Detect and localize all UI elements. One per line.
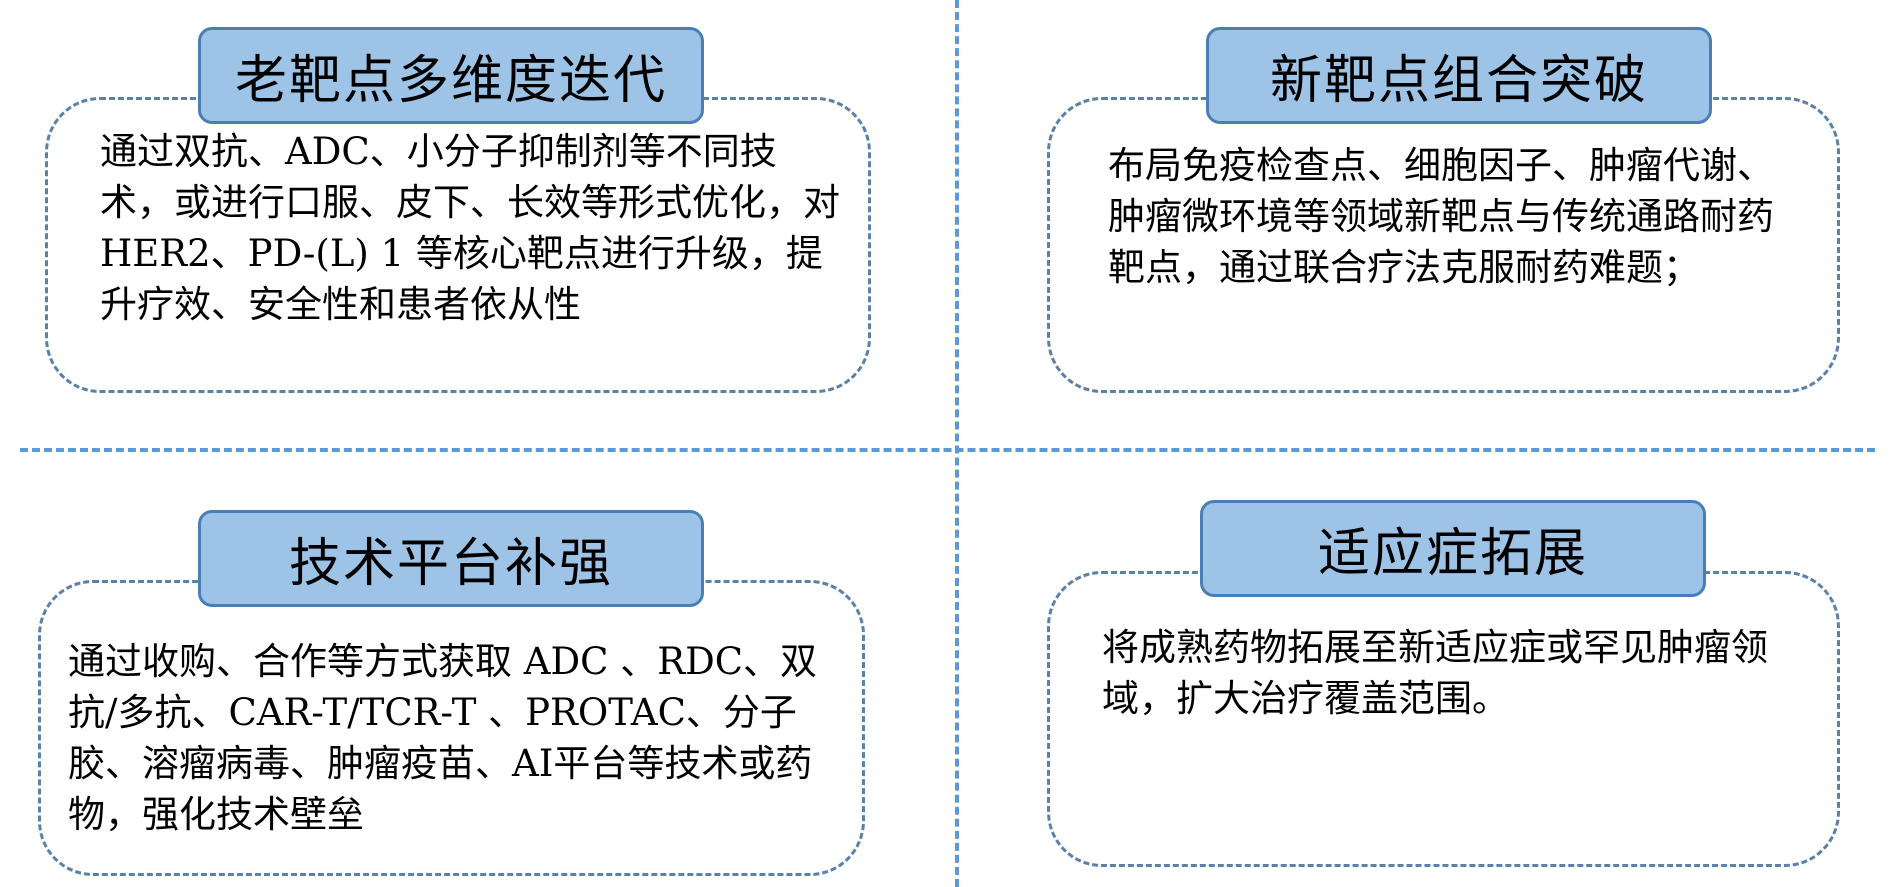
quadrant-body: 布局免疫检查点、细胞因子、肿瘤代谢、肿瘤微环境等领域新靶点与传统通路耐药靶点，通… (1108, 144, 1774, 289)
content-box (1047, 571, 1840, 867)
content-box (1047, 97, 1840, 393)
content-box (45, 97, 871, 393)
quadrant-body: 通过收购、合作等方式获取 ADC 、RDC、双抗/多抗、CAR-T/TCR-T … (68, 640, 818, 836)
quadrant-title: 适应症拓展 (1200, 500, 1706, 597)
quadrant-title: 老靶点多维度迭代 (198, 27, 704, 124)
quadrant-body: 将成熟药物拓展至新适应症或罕见肿瘤领域，扩大治疗覆盖范围。 (1102, 626, 1768, 720)
vertical-divider (955, 0, 959, 887)
quadrant-title: 技术平台补强 (198, 510, 704, 607)
quadrant-body: 通过双抗、ADC、小分子抑制剂等不同技术，或进行口服、皮下、长效等形式优化，对 … (100, 130, 840, 326)
content-box (38, 580, 865, 876)
quadrant-title: 新靶点组合突破 (1206, 27, 1712, 124)
horizontal-divider (20, 448, 1875, 452)
